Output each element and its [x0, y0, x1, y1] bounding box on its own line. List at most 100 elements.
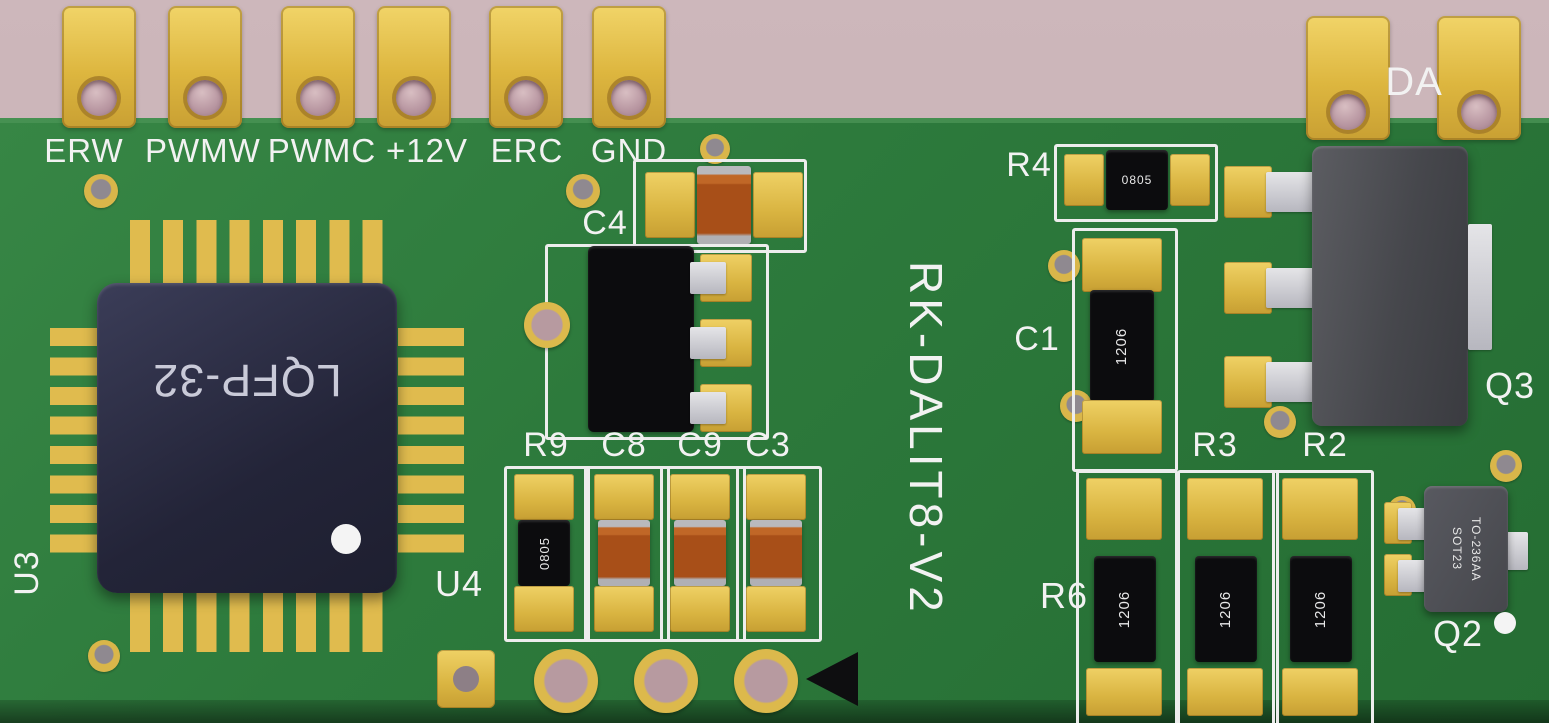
- c4-refdes: C4: [582, 204, 628, 242]
- r3-silkscreen: [1177, 470, 1279, 723]
- c9-body: [674, 520, 726, 586]
- c1-pad: [1082, 400, 1162, 454]
- u3-pins-right: [398, 328, 464, 564]
- q3-refdes: Q3: [1484, 365, 1536, 406]
- r2-silkscreen: [1272, 470, 1374, 723]
- r6-marking: 1206: [1116, 590, 1134, 628]
- connector-pad-pwmw: [168, 6, 242, 128]
- r3-pad: [1187, 668, 1263, 716]
- r3-pad: [1187, 478, 1263, 540]
- u4-lead: [690, 327, 726, 359]
- r2-pad: [1282, 478, 1358, 540]
- q3-pad: [1224, 356, 1272, 408]
- q2-marking-line1: SOT23: [1450, 527, 1464, 571]
- q3-lead: [1266, 362, 1314, 402]
- r4-pad: [1170, 154, 1210, 206]
- connector-label-pwmc: PWMC: [267, 132, 377, 169]
- r2-pad: [1282, 668, 1358, 716]
- via: [566, 174, 600, 208]
- q3-pad: [1224, 262, 1272, 314]
- q3-pad: [1224, 166, 1272, 218]
- c9-pad: [670, 474, 730, 520]
- q3-tab: [1468, 224, 1492, 350]
- pad-hole: [611, 80, 647, 116]
- c1-marking: 1206: [1113, 327, 1131, 365]
- pad-hole: [300, 80, 336, 116]
- c1-refdes: C1: [1014, 320, 1060, 358]
- pad-hole: [508, 80, 544, 116]
- via: [88, 640, 120, 672]
- q3-lead: [1266, 172, 1314, 212]
- pad-hole: [187, 80, 223, 116]
- c3-pad: [746, 474, 806, 520]
- q3-lead: [1266, 268, 1314, 308]
- u4-tab-pad: [524, 302, 570, 348]
- u4-refdes: U4: [434, 563, 484, 604]
- da-connector-label: DA: [1385, 60, 1443, 104]
- u3-package-marking: LQFP-32: [152, 355, 342, 406]
- u4-lead: [690, 392, 726, 424]
- q3-body: [1312, 146, 1468, 426]
- c4-body: [697, 166, 751, 244]
- r2-refdes: R2: [1302, 426, 1348, 464]
- c3-pad: [746, 586, 806, 632]
- r2-body: 1206: [1290, 556, 1352, 662]
- polarity-triangle-marker: [806, 652, 858, 706]
- bottom-square-pad: [437, 650, 495, 708]
- q2-refdes: Q2: [1432, 613, 1484, 654]
- r3-marking: 1206: [1217, 590, 1235, 628]
- via: [1264, 406, 1296, 438]
- connector-pad-12v: [377, 6, 451, 128]
- r9-pad: [514, 474, 574, 520]
- r9-marking: 0805: [536, 536, 552, 570]
- via: [84, 174, 118, 208]
- u3-pin1-dot: [331, 524, 361, 554]
- r4-pad: [1064, 154, 1104, 206]
- c3-body: [750, 520, 802, 586]
- c3-refdes: C3: [745, 426, 791, 464]
- c4-pad: [645, 172, 695, 238]
- pad-hole: [81, 80, 117, 116]
- q2-body: SOT23 TO-236AA: [1424, 486, 1508, 612]
- c4-pad: [753, 172, 803, 238]
- r6-silkscreen: [1076, 470, 1178, 723]
- r4-silkscreen: [1054, 144, 1218, 222]
- c3-silkscreen: [736, 466, 822, 642]
- connector-pad-erw: [62, 6, 136, 128]
- r2-marking: 1206: [1312, 590, 1330, 628]
- u3-pins-bottom: [130, 586, 396, 652]
- r6-refdes: R6: [1039, 575, 1089, 616]
- c8-body: [598, 520, 650, 586]
- r6-pad: [1086, 668, 1162, 716]
- c4-silkscreen: [633, 159, 807, 253]
- c9-refdes: C9: [677, 426, 723, 464]
- connector-pad-pwmc: [281, 6, 355, 128]
- c8-refdes: C8: [601, 426, 647, 464]
- r9-pad: [514, 586, 574, 632]
- r4-body: 0805: [1106, 150, 1168, 210]
- u3-pins-top: [130, 220, 396, 286]
- bottom-round-pad: [634, 649, 698, 713]
- r4-marking: 0805: [1121, 173, 1153, 187]
- connector-pad-erc: [489, 6, 563, 128]
- c8-pad: [594, 586, 654, 632]
- r9-body: 0805: [518, 520, 570, 586]
- u3-ic-body: LQFP-32: [97, 283, 397, 593]
- q2-marking-line2: TO-236AA: [1469, 516, 1484, 582]
- r3-refdes: R3: [1192, 426, 1238, 464]
- c1-pad: [1082, 238, 1162, 292]
- c9-pad: [670, 586, 730, 632]
- bottom-round-pad: [534, 649, 598, 713]
- da-pad: [1437, 16, 1521, 140]
- r3-body: 1206: [1195, 556, 1257, 662]
- q2-pin1-dot: [1494, 612, 1516, 634]
- r9-silkscreen: [504, 466, 590, 642]
- q2-marking: SOT23 TO-236AA: [1447, 517, 1485, 581]
- connector-label-erw: ERW: [44, 132, 124, 169]
- da-pad: [1306, 16, 1390, 140]
- c1-body: 1206: [1090, 290, 1154, 402]
- pad-hole: [396, 80, 432, 116]
- connector-label-erc: ERC: [490, 132, 564, 169]
- connector-label-12v: +12V: [386, 132, 468, 169]
